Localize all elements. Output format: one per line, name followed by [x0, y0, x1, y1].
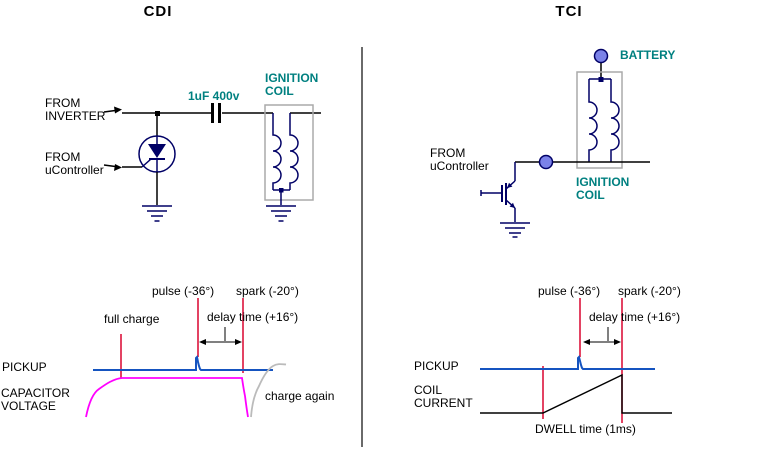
ignition-coil-label: IGNITION COIL — [265, 71, 319, 98]
ignition-coil-box — [264, 104, 314, 201]
pickup-signal-trace — [93, 354, 273, 371]
igbt-transistor-icon — [480, 162, 516, 222]
pickup-axis-label: PICKUP — [2, 360, 47, 374]
ground-icon — [500, 222, 530, 238]
charge-again-trace — [250, 363, 287, 418]
spark-label: spark (-20°) — [236, 284, 299, 298]
ignition-coil-label: IGNITION COIL — [576, 175, 630, 202]
coil-terminal-icon — [538, 154, 554, 170]
cdi-timing-diagram — [85, 298, 287, 418]
tci-circuit — [480, 48, 650, 238]
dwell-time-label: DWELL time (1ms) — [535, 422, 636, 436]
ground-icon — [266, 205, 296, 222]
ignition-coil-windings — [588, 78, 620, 162]
pulse-label: pulse (-36°) — [538, 284, 601, 298]
capacitor-voltage-trace — [85, 377, 249, 418]
from-ucontroller-label: FROM uController — [430, 146, 489, 173]
pickup-signal-trace — [480, 355, 655, 370]
capacitor-voltage-axis-label: CAPACITOR VOLTAGE — [1, 386, 70, 413]
from-inverter-arrow-icon — [103, 106, 122, 114]
delay-time-label: delay time (+16°) — [589, 310, 681, 324]
delay-time-arrow-icon — [583, 327, 621, 345]
ignition-coil-box — [576, 71, 623, 169]
from-ucontroller-label: FROM uController — [45, 150, 104, 177]
from-ucontroller-arrow-icon — [103, 164, 122, 171]
ground-icon — [142, 205, 172, 222]
delay-time-arrow-icon — [199, 327, 242, 345]
from-inverter-label: FROM INVERTER — [45, 96, 106, 123]
battery-terminal-icon — [593, 48, 609, 64]
capacitor-value-label: 1uF 400v — [188, 89, 240, 103]
scr-thyristor-icon — [122, 113, 176, 205]
tci-timing-diagram — [480, 298, 672, 423]
tci-title: TCI — [555, 3, 583, 20]
cdi-title: CDI — [143, 3, 173, 20]
delay-time-label: delay time (+16°) — [207, 310, 299, 324]
full-charge-label: full charge — [104, 312, 160, 326]
capacitor-symbol — [211, 103, 221, 123]
pulse-label: pulse (-36°) — [152, 284, 215, 298]
spark-label: spark (-20°) — [618, 284, 681, 298]
coil-current-trace — [480, 373, 672, 414]
charge-again-label: charge again — [265, 389, 335, 403]
pickup-axis-label: PICKUP — [414, 359, 459, 373]
coil-current-axis-label: COIL CURRENT — [414, 383, 473, 410]
ignition-coil-windings — [272, 113, 299, 205]
battery-label: BATTERY — [620, 48, 676, 62]
cdi-circuit — [103, 103, 321, 222]
